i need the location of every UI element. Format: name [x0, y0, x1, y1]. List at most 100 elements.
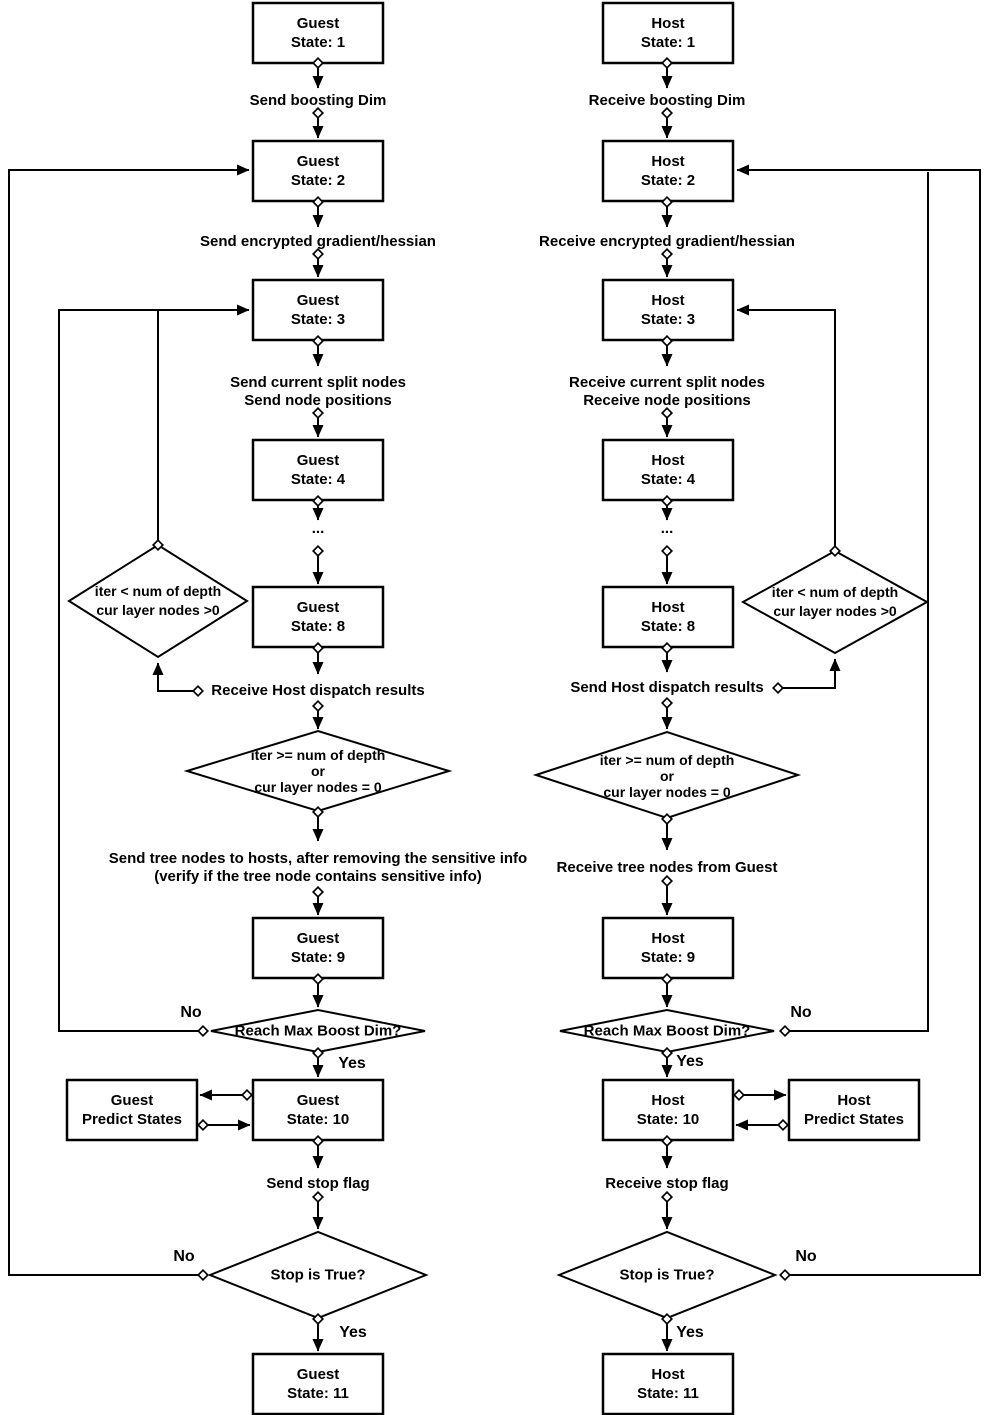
guest-state-9-label: Guest State: 9	[253, 918, 383, 978]
host-exit-line1: iter >= num of depth	[599, 752, 735, 768]
guest-decision-shapes	[67, 543, 453, 1320]
host-edge-stop-flag: Receive stop flag	[605, 1175, 729, 1192]
guest-feedback-stop-no-to-s2	[8, 164, 250, 1282]
host-state-4-party: Host	[651, 452, 685, 469]
guest-edge-split-nodes: Send current split nodes Send node posit…	[230, 374, 406, 410]
guest-state-4-label: Guest State: 4	[253, 440, 383, 500]
host-state-1-party: Host	[651, 15, 685, 32]
host-state-2-state: State: 2	[640, 172, 696, 189]
host-loop-line1: iter < num of depth	[771, 584, 899, 600]
host-state-8-party: Host	[651, 599, 685, 616]
host-state-8-label: Host State: 8	[603, 587, 733, 647]
guest-exit-decision-label: iter >= num of depth or cur layer nodes …	[251, 747, 386, 795]
host-predict-line1: Host	[837, 1092, 871, 1109]
guest-predict-states-label: Guest Predict States	[67, 1080, 197, 1140]
host-state-8-state: State: 8	[640, 618, 696, 635]
host-state-4-label: Host State: 4	[603, 440, 733, 500]
host-edge-tree-nodes: Receive tree nodes from Guest	[556, 859, 778, 876]
guest-state-8-party: Guest	[296, 599, 340, 616]
host-feedback-maxboost-no-line	[778, 172, 929, 1038]
guest-state-9-party: Guest	[296, 930, 340, 947]
host-max-boost-label: Reach Max Boost Dim?	[583, 1022, 751, 1040]
guest-predict-line2: Predict States	[81, 1111, 183, 1128]
guest-edge-stop-flag: Send stop flag	[266, 1175, 370, 1192]
host-stop-yes-label: Yes	[676, 1324, 704, 1341]
guest-exit-line3: cur layer nodes = 0	[254, 779, 382, 795]
guest-state-10-label: Guest State: 10	[253, 1080, 383, 1140]
host-state-2-party: Host	[651, 153, 685, 170]
host-predict-states-box	[787, 1078, 921, 1142]
host-state-3-box	[601, 278, 735, 342]
host-state-10-party: Host	[651, 1092, 685, 1109]
guest-state-10-state: State: 10	[286, 1111, 350, 1128]
guest-state-3-label: Guest State: 3	[253, 280, 383, 340]
host-exit-decision-diamond	[532, 730, 802, 820]
host-state-10-box	[601, 1078, 735, 1142]
guest-loop-line1: iter < num of depth	[94, 583, 222, 599]
host-state-9-party: Host	[651, 930, 685, 947]
host-exit-decision-label: iter >= num of depth or cur layer nodes …	[600, 752, 735, 800]
host-exit-line2: or	[659, 768, 674, 784]
host-edge-dispatch: Send Host dispatch results	[570, 679, 764, 696]
guest-max-boost-label: Reach Max Boost Dim?	[234, 1022, 402, 1040]
host-feedback-stop-no-to-s2	[736, 164, 981, 1282]
guest-state-2-party: Guest	[296, 153, 340, 170]
guest-state-11-state: State: 11	[287, 1385, 349, 1402]
guest-state-8-state: State: 8	[290, 618, 346, 635]
guest-state-11-party: Guest	[296, 1366, 340, 1383]
guest-predict-line1: Guest	[110, 1092, 154, 1109]
host-predict-states-label: Host Predict States	[789, 1080, 919, 1140]
guest-state-2-state: State: 2	[290, 172, 346, 189]
host-max-boost-no-label: No	[790, 1004, 812, 1021]
guest-state-4-box	[251, 438, 385, 502]
guest-state-1-state: State: 1	[290, 34, 346, 51]
guest-connectors	[8, 56, 325, 1352]
host-flow-shapes	[601, 1, 921, 1415]
guest-stop-decision-diamond	[207, 1230, 429, 1320]
host-dispatch-to-loop-line	[771, 658, 841, 695]
guest-state-3-party: Guest	[296, 292, 340, 309]
host-state-9-box	[601, 916, 735, 980]
host-state-11-label: Host State: 11	[603, 1354, 733, 1414]
guest-loop-decision-label: iter < num of depth cur layer nodes >0	[95, 582, 221, 620]
guest-state-1-label: Guest State: 1	[253, 3, 383, 63]
guest-state-1-party: Guest	[296, 15, 340, 32]
host-edge-grad-hess: Receive encrypted gradient/hessian	[539, 233, 795, 250]
guest-edge-boost-dim: Send boosting Dim	[249, 92, 387, 109]
guest-flow-shapes	[65, 1, 385, 1415]
guest-state-9-state: State: 9	[290, 949, 346, 966]
host-loop-decision-label: iter < num of depth cur layer nodes >0	[772, 583, 898, 621]
host-state-4-state: State: 4	[640, 471, 696, 488]
guest-state-10-party: Guest	[296, 1092, 340, 1109]
host-edge-ellipsis: ...	[660, 520, 674, 537]
guest-exit-decision-diamond	[183, 729, 453, 813]
host-state-10-state: State: 10	[636, 1111, 700, 1128]
host-edge-split-line1: Receive current split nodes	[569, 374, 765, 391]
host-state-1-label: Host State: 1	[603, 3, 733, 63]
host-state-1-state: State: 1	[640, 34, 696, 51]
guest-stop-yes-label: Yes	[339, 1324, 367, 1341]
guest-exit-line2: or	[310, 763, 325, 779]
guest-edge-grad-hess: Send encrypted gradient/hessian	[200, 233, 436, 250]
guest-edge-tree-nodes: Send tree nodes to hosts, after removing…	[109, 850, 527, 886]
guest-edge-dispatch: Receive Host dispatch results	[211, 682, 425, 699]
guest-edge-ellipsis: ...	[311, 520, 325, 537]
host-loop-line2: cur layer nodes >0	[773, 603, 897, 619]
host-connectors	[660, 56, 981, 1352]
guest-loop-line2: cur layer nodes >0	[96, 602, 220, 618]
guest-max-boost-no-label: No	[180, 1004, 202, 1021]
host-state-3-state: State: 3	[640, 311, 696, 328]
host-state-9-label: Host State: 9	[603, 918, 733, 978]
guest-state-1-box	[251, 1, 385, 65]
host-state-3-label: Host State: 3	[603, 280, 733, 340]
guest-exit-line1: iter >= num of depth	[250, 747, 386, 763]
guest-state-11-box	[251, 1352, 385, 1415]
guest-state-2-box	[251, 139, 385, 203]
guest-state-4-party: Guest	[296, 452, 340, 469]
host-max-boost-yes-label: Yes	[676, 1053, 704, 1070]
host-state-11-state: State: 11	[637, 1385, 699, 1402]
guest-feedback-maxboost-no-to-s3	[58, 304, 250, 1038]
guest-edge-tree-line1: Send tree nodes to hosts, after removing…	[108, 850, 528, 867]
guest-edge-tree-line2: (verify if the tree node contains sensit…	[154, 868, 482, 885]
